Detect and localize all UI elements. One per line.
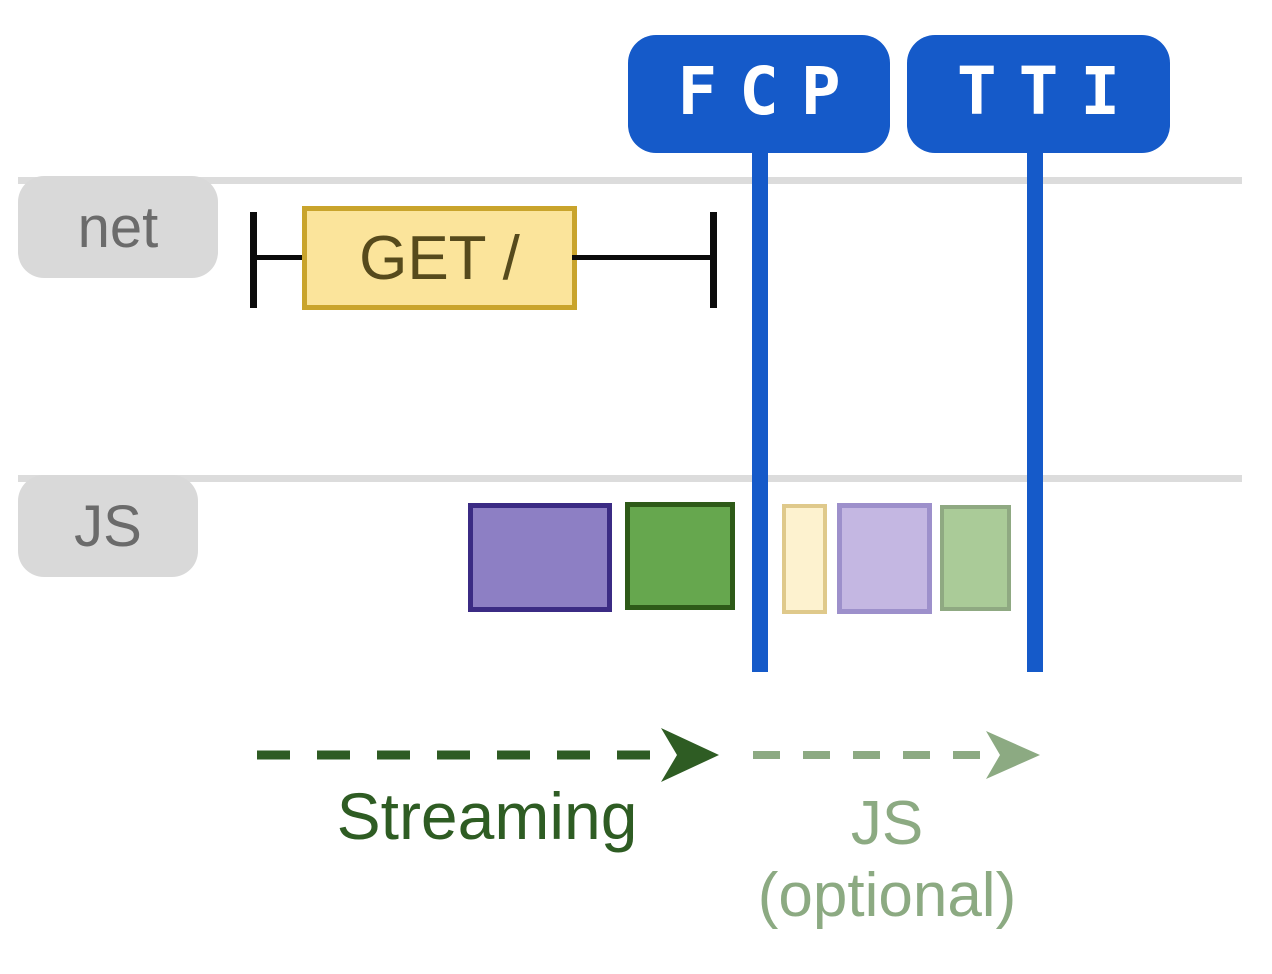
js-task-purple	[468, 503, 612, 612]
get-request-box: GET /	[302, 206, 577, 310]
js-task-faded-green	[940, 505, 1011, 611]
tti-marker-line	[1027, 148, 1043, 672]
js-optional-caption-line2: (optional)	[757, 861, 1017, 930]
fcp-badge: FCP	[628, 35, 890, 153]
js-track-line	[18, 475, 1242, 482]
net-track-line	[18, 177, 1242, 184]
fcp-marker-line	[752, 148, 768, 672]
js-task-faded-yellow	[782, 504, 827, 614]
request-start-tick	[250, 212, 257, 308]
request-right-connector	[572, 255, 714, 260]
streaming-arrow-head	[661, 728, 719, 782]
js-track-label: JS	[18, 475, 198, 577]
js-task-faded-purple	[837, 503, 932, 614]
net-track-label: net	[18, 176, 218, 278]
tti-badge: TTI	[907, 35, 1170, 153]
js-optional-caption-line1: JS	[850, 789, 924, 858]
request-end-tick	[710, 212, 717, 308]
request-left-connector	[253, 255, 305, 260]
js-optional-arrow-head	[986, 731, 1040, 779]
streaming-caption: Streaming	[336, 779, 638, 853]
js-task-green	[625, 502, 735, 610]
